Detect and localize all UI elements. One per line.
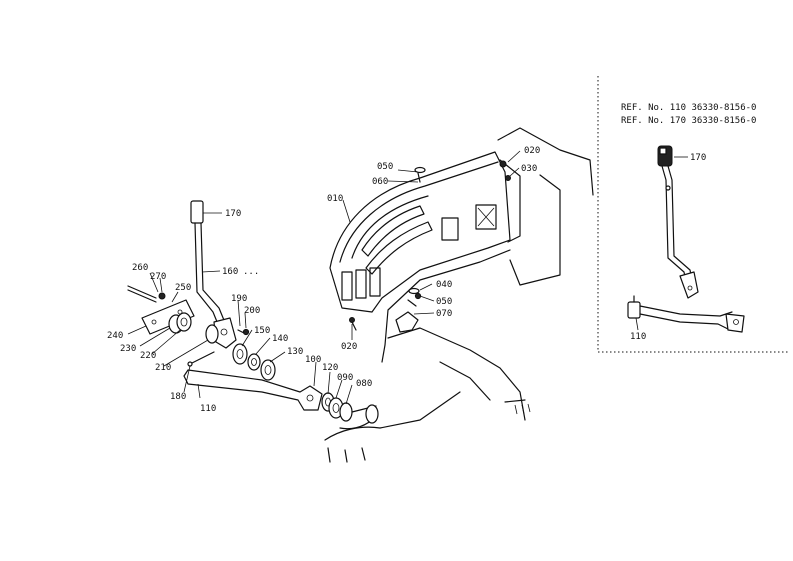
label-130: 130 xyxy=(287,347,303,357)
label-020-bottom: 020 xyxy=(341,342,357,352)
label-100: 100 xyxy=(305,355,321,365)
label-030: 030 xyxy=(521,164,537,174)
bracket-plate xyxy=(141,299,195,335)
fender-cover xyxy=(329,151,521,313)
label-170: 170 xyxy=(225,209,241,219)
tractor-body xyxy=(324,127,594,463)
label-090: 090 xyxy=(337,373,353,383)
label-160: 160 xyxy=(222,267,238,277)
label-250: 250 xyxy=(175,283,191,293)
leader-lines xyxy=(127,150,521,405)
label-160-dots: ... xyxy=(243,267,259,277)
part-labels: 170 160 ... 260 270 250 240 230 220 210 … xyxy=(107,146,540,414)
label-070: 070 xyxy=(436,309,452,319)
label-050-top: 050 xyxy=(377,162,393,172)
rear-washers xyxy=(321,392,379,430)
label-140: 140 xyxy=(272,334,288,344)
label-230: 230 xyxy=(120,344,136,354)
label-020-top: 020 xyxy=(524,146,540,156)
label-080: 080 xyxy=(356,379,372,389)
inset-label-170: 170 xyxy=(690,153,706,163)
label-050-bottom: 050 xyxy=(436,297,452,307)
label-220: 220 xyxy=(140,351,156,361)
inset-panel: REF. No. 110 36330-8156-0 REF. No. 170 3… xyxy=(597,76,788,353)
inset-ref-line-1: REF. No. 110 36330-8156-0 xyxy=(621,103,756,113)
label-040: 040 xyxy=(436,280,452,290)
label-260: 260 xyxy=(132,263,148,273)
inset-label-110: 110 xyxy=(630,332,646,342)
label-110: 110 xyxy=(200,404,216,414)
label-060-top: 060 xyxy=(372,177,388,187)
label-150: 150 xyxy=(254,326,270,336)
inset-rod xyxy=(627,295,745,333)
label-180: 180 xyxy=(170,392,186,402)
lever-grip xyxy=(190,200,204,224)
washer-stack xyxy=(232,343,276,381)
inset-ref-line-2: REF. No. 170 36330-8156-0 xyxy=(621,116,756,126)
label-190: 190 xyxy=(231,294,247,304)
label-240: 240 xyxy=(107,331,123,341)
label-200: 200 xyxy=(244,306,260,316)
label-210: 210 xyxy=(155,363,171,373)
lever-assembly xyxy=(127,200,250,367)
control-rod xyxy=(183,369,323,411)
label-120: 120 xyxy=(322,363,338,373)
inset-lever xyxy=(657,145,699,299)
label-010: 010 xyxy=(327,194,343,204)
label-270: 270 xyxy=(150,272,166,282)
